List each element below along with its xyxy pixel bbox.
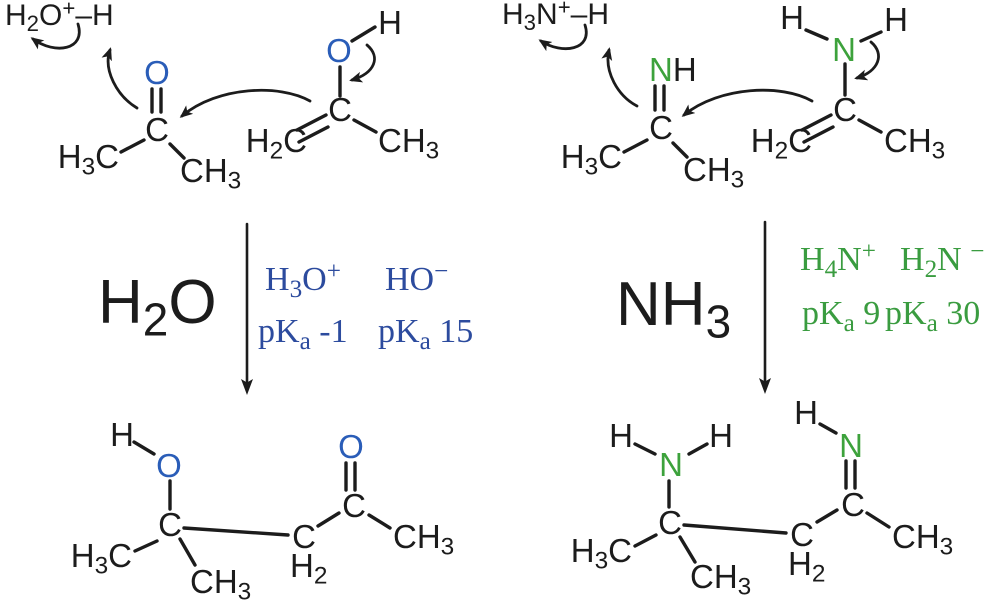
aminol-h-left: H	[609, 417, 633, 454]
ketone-methyl-right: CH3	[180, 152, 241, 195]
aminol-nitrogen: N	[659, 446, 683, 483]
bond-line	[633, 442, 657, 456]
enamine-methyl: CH3	[884, 122, 945, 165]
hydronium-species: H3O+	[265, 258, 341, 303]
pka-hydroxide: pKa 15	[378, 313, 473, 355]
bond-line	[178, 537, 197, 567]
aldol-methylene-h2: H2	[290, 547, 327, 590]
enol-methyl: CH3	[378, 122, 439, 165]
aminol-methylene-c: C	[790, 516, 814, 553]
enol-oxygen: O	[326, 32, 352, 69]
imine-nh: NH	[649, 51, 697, 88]
bond-line	[815, 508, 839, 524]
ketone-protonation-arrow	[101, 47, 139, 110]
bond-line	[297, 125, 330, 144]
hydronium-proton-transfer-arrow	[30, 22, 81, 50]
aldol-methyl-right: CH3	[393, 518, 454, 561]
bond-line	[133, 539, 159, 553]
aldol-carbonyl-oxygen: O	[338, 428, 364, 465]
bond-line	[802, 125, 835, 144]
enamine-attack-arrow	[681, 88, 814, 117]
hydroxide-species: HO−	[385, 258, 448, 298]
enamine-nitrogen: N	[832, 31, 856, 68]
enamine-nh-electron-arrow	[854, 40, 880, 81]
aminol-methyl-down: CH3	[690, 558, 751, 601]
bond-line	[633, 533, 658, 548]
imine-carbon: C	[649, 109, 673, 146]
pka-ammonium: pKa 9	[802, 295, 880, 337]
ketimine-carbon: C	[841, 486, 865, 523]
pka-amide: pKa 30	[885, 295, 980, 337]
aldol-carbonyl-carbon: C	[342, 487, 366, 524]
aldol-quaternary-carbon: C	[158, 506, 182, 543]
ketone-oxygen: O	[144, 54, 170, 91]
bond-line	[119, 138, 146, 154]
imine-methyl-right: CH3	[683, 151, 744, 194]
bond-line	[857, 118, 883, 134]
aminol-methyl-left: H3C	[571, 532, 632, 575]
hydronium-label: H2O+–H	[5, 0, 114, 36]
bond-line	[818, 422, 838, 435]
ketimine-nitrogen: N	[839, 427, 863, 464]
imine-protonation-arrow	[601, 47, 639, 108]
enamine-h-right: H	[884, 1, 908, 38]
enamine-h-left: H	[780, 0, 804, 36]
enamine-methylene: H2C	[751, 122, 812, 165]
ketimine-methyl: CH3	[892, 518, 953, 561]
bond-line	[800, 113, 833, 132]
aldol-hydroxyl-h: H	[110, 416, 134, 453]
bond-line	[132, 440, 156, 456]
ketone-methyl-left: H3C	[58, 138, 119, 181]
ammonia-solvent-label: NH3	[616, 270, 731, 347]
aldol-methyl-left: H3C	[71, 537, 132, 580]
ketimine-nh-h: H	[794, 394, 818, 431]
bond-line	[168, 142, 186, 160]
imine-methyl-left: H3C	[561, 138, 622, 181]
pka-hydronium: pKa -1	[258, 313, 348, 355]
ammonium-proton-transfer-arrow	[538, 23, 588, 52]
enol-oh-electron-arrow	[349, 43, 376, 83]
bond-line	[367, 513, 392, 530]
bond-line	[859, 30, 883, 43]
bond-line	[804, 28, 829, 41]
bond-line	[316, 511, 341, 528]
aldol-oxygen: O	[156, 447, 182, 484]
enol-methylene: H2C	[246, 122, 307, 165]
aminol-h-right: H	[709, 417, 733, 454]
aldol-methyl-down: CH3	[190, 563, 251, 602]
enol-carbon: C	[328, 91, 352, 128]
bond-line	[352, 118, 378, 134]
aminol-methylene-h2: H2	[788, 545, 825, 588]
ketone-carbon: C	[145, 111, 169, 148]
amide-species: H2N −	[900, 238, 984, 283]
bond-line	[865, 511, 891, 529]
bond-line	[182, 526, 290, 537]
bond-line	[295, 113, 328, 132]
bond-line	[682, 523, 788, 535]
water-solvent-label: H2O	[98, 268, 217, 345]
aminol-quaternary-carbon: C	[658, 504, 682, 541]
enol-attack-arrow	[179, 88, 312, 118]
enamine-carbon: C	[833, 91, 857, 128]
ammonium-species: H4N+	[800, 238, 876, 283]
enol-hydroxyl-h: H	[378, 4, 402, 41]
bond-line	[622, 138, 649, 154]
bond-line	[671, 141, 689, 159]
ammonium-label: H3N+–H	[502, 0, 609, 35]
bond-line	[687, 442, 709, 456]
aldol-methylene-c: C	[292, 518, 316, 555]
bond-line	[678, 535, 697, 564]
bond-line	[350, 25, 377, 43]
